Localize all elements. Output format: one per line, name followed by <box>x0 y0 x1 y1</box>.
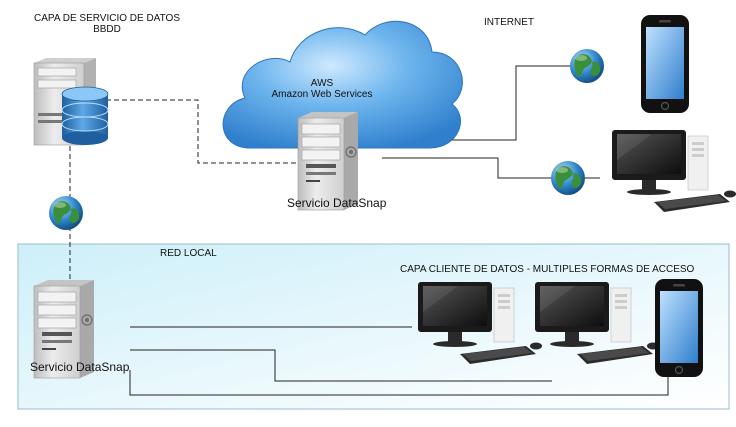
internet-label: INTERNET <box>484 17 534 28</box>
aws-label-line1: AWS <box>310 78 334 89</box>
globe-icon <box>49 196 83 230</box>
local-network-label: RED LOCAL <box>160 248 217 259</box>
client-layer-label: CAPA CLIENTE DE DATOS - MULTIPLES FORMAS… <box>400 264 695 275</box>
cloud-server-label: Servicio DataSnap <box>287 196 387 210</box>
db-to-cloud-connector <box>98 99 310 164</box>
db-layer-title-line2: BBDD <box>93 24 121 35</box>
smartphone-icon <box>640 14 690 114</box>
globe-icon <box>551 161 585 195</box>
lan-to-phone-connector <box>129 370 669 396</box>
globe-icon <box>570 49 604 83</box>
database-icon <box>61 86 109 145</box>
cloud-icon <box>222 20 463 149</box>
aws-label-line2: Amazon Web Services <box>271 89 373 100</box>
aws-label: AWS Amazon Web Services <box>262 78 382 100</box>
db-layer-title-line1: CAPA DE SERVICIO DE DATOS <box>34 13 180 24</box>
local-server-label: Servicio DataSnap <box>30 360 130 374</box>
smartphone-icon <box>654 278 704 378</box>
db-layer-title: CAPA DE SERVICIO DE DATOS BBDD <box>22 13 192 35</box>
lan-to-desktop2-connector <box>130 349 552 382</box>
cloud-to-desktop-connector <box>382 157 600 179</box>
desktop-computer-icon <box>611 129 736 213</box>
